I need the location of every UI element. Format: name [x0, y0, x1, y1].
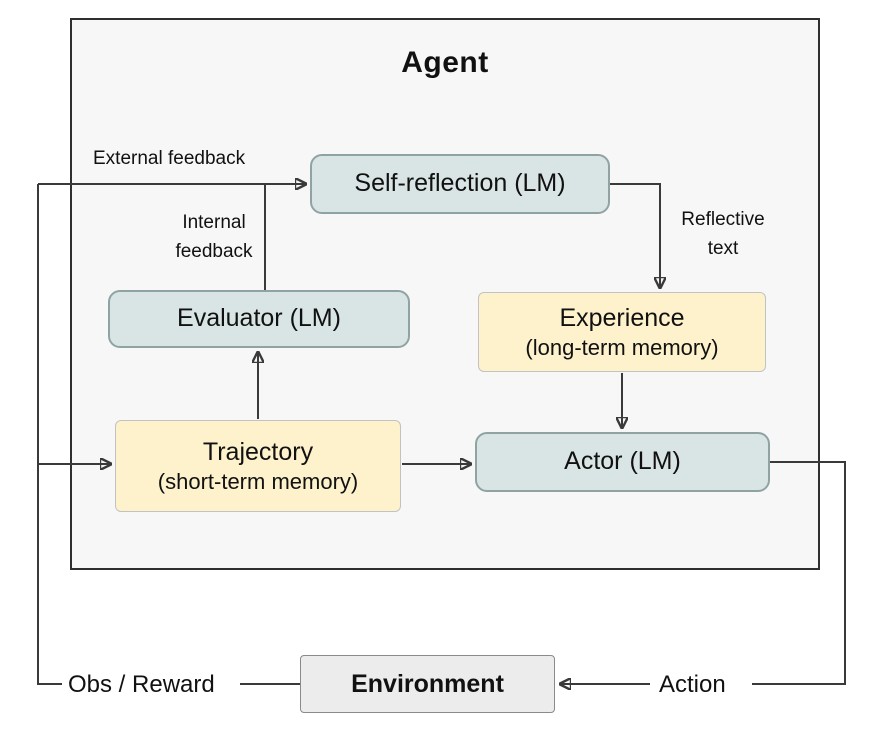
evaluator-node: Evaluator (LM) — [108, 290, 410, 348]
agent-title: Agent — [401, 46, 489, 79]
trajectory-subtitle: (short-term memory) — [157, 468, 359, 494]
external-feedback-label: External feedback — [93, 148, 246, 169]
environment-node: Environment — [300, 655, 555, 713]
experience-node: Experience (long-term memory) — [478, 292, 766, 372]
actor-node: Actor (LM) — [475, 432, 770, 492]
obs-reward-label: Obs / Reward — [68, 671, 215, 698]
internal-feedback-label: Internal feedback — [175, 212, 253, 262]
experience-subtitle: (long-term memory) — [525, 334, 719, 360]
self-reflection-node: Self-reflection (LM) — [310, 154, 610, 214]
action-label: Action — [659, 671, 726, 698]
line-obs-loop-left — [37, 184, 62, 685]
environment-label: Environment — [351, 669, 504, 698]
reflective-text-label: Reflective text — [681, 209, 765, 259]
actor-label: Actor (LM) — [564, 447, 681, 476]
trajectory-title: Trajectory — [202, 437, 314, 466]
trajectory-node: Trajectory (short-term memory) — [115, 420, 401, 512]
experience-title: Experience — [559, 303, 685, 332]
self-reflection-label: Self-reflection (LM) — [354, 169, 566, 198]
evaluator-label: Evaluator (LM) — [177, 304, 341, 333]
